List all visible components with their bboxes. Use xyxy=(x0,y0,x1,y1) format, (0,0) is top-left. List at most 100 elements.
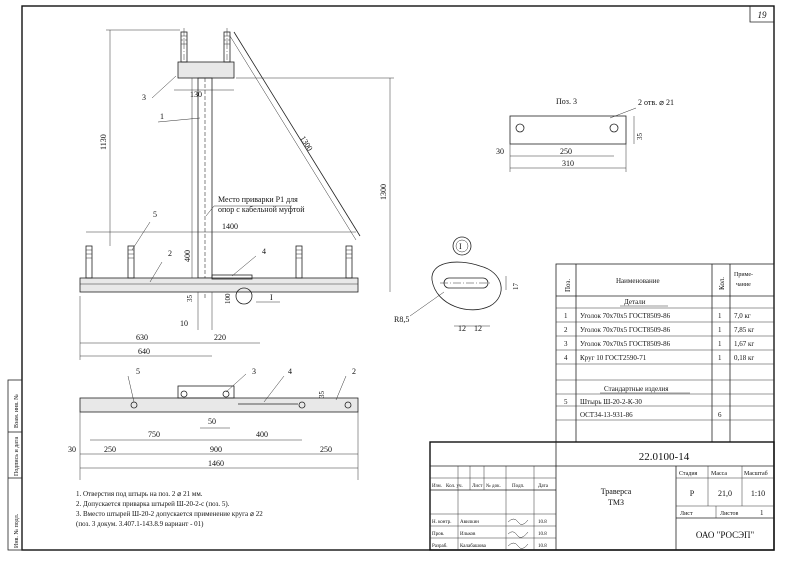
detail-I-12b: 12 xyxy=(474,324,482,333)
pos3-dim-310: 310 xyxy=(562,159,574,168)
plan-beam xyxy=(79,397,359,413)
mass-value: 21,0 xyxy=(718,489,732,498)
page-number-box xyxy=(749,6,774,23)
spec-row-note: 7,0 кг xyxy=(734,312,751,320)
spec-row-name: Уголок 70х70х5 ГОСТ8509-86 xyxy=(580,312,671,320)
spec-row-pos: 1 xyxy=(564,312,568,320)
part-name-2: ТМЗ xyxy=(608,498,624,507)
dim-1400: 1400 xyxy=(222,222,238,231)
spec-header-note-a: Приме- xyxy=(734,272,753,278)
detail-I-radius: R8,5 xyxy=(394,315,409,324)
spec-header-name: Наименование xyxy=(616,277,660,285)
org-name: ОАО "РОСЭП" xyxy=(696,530,755,540)
person-razrab: Калабашова xyxy=(460,544,487,549)
detail-I: I R8,5 12 12 17 xyxy=(394,236,520,333)
col-doc: № док. xyxy=(486,483,501,489)
spec-std-pos-0: 5 xyxy=(564,398,568,406)
col-kol: Кол. уч. xyxy=(446,484,463,489)
stage-value: Р xyxy=(690,489,695,498)
spec-row-name: Уголок 70х70х5 ГОСТ8509-86 xyxy=(580,326,671,334)
signature-marks xyxy=(507,518,529,549)
plan-dim-30: 30 xyxy=(68,445,76,454)
spec-header-note-b: чание xyxy=(736,282,751,288)
spec-row-note: 7,85 кг xyxy=(734,326,754,334)
col-izm: Изм. xyxy=(432,484,442,489)
callout-3-plan: 3 xyxy=(252,367,256,376)
spec-row-note: 1,67 кг xyxy=(734,340,754,348)
callout-2-main: 2 xyxy=(168,249,172,258)
horizontal-beam xyxy=(79,277,359,293)
pos3-holes: 2 отв. ⌀ 21 xyxy=(638,98,674,107)
note-2: 2. Допускается приварка штырей Ш-20-2-с … xyxy=(76,500,230,508)
stage-label: Стадия xyxy=(679,471,698,477)
spec-section-std: Стандартные изделия xyxy=(604,385,669,393)
side-stamp-sign: Подпись и дата xyxy=(14,436,20,476)
section-mark-circle xyxy=(235,287,253,305)
detail-I-17: 17 xyxy=(512,283,520,291)
callout-2-plan: 2 xyxy=(352,367,356,376)
dim-35: 35 xyxy=(186,295,194,303)
callout-1-main: 1 xyxy=(160,112,164,121)
dim-1300-diag: 1300 xyxy=(298,134,314,152)
date-razrab: 10.8 xyxy=(538,544,547,549)
spec-std-name-1: ОСТ34-13-931-86 xyxy=(580,411,633,419)
pos3-dim-30: 30 xyxy=(496,147,504,156)
plan-dim-50: 50 xyxy=(208,417,216,426)
role-razrab: Разраб. xyxy=(432,544,448,549)
mass-label: Масса xyxy=(711,471,727,477)
section-mark-main: I xyxy=(270,293,273,302)
scale-label: Масштаб xyxy=(744,470,768,477)
side-stamp-inv: Инв. № подл. xyxy=(14,513,20,548)
weld-note-2: опор с кабельной муфтой xyxy=(218,205,305,214)
person-nkontr: Авилкин xyxy=(460,520,479,525)
pos3-dim-250: 250 xyxy=(560,147,572,156)
spec-row-pos: 3 xyxy=(564,340,568,348)
sheet-label: Лист xyxy=(680,511,693,517)
spec-table: Поз. Наименование Кол. Приме- чание Дета… xyxy=(555,263,775,443)
pos3-plate xyxy=(509,115,627,145)
bottom-view: 5 3 4 2 35 50 750 400 30 250 900 250 146… xyxy=(68,367,359,480)
callout-4-main: 4 xyxy=(262,247,266,256)
plan-dim-35: 35 xyxy=(318,391,326,399)
pos3-dim-35: 35 xyxy=(636,133,644,141)
col-date: Дата xyxy=(538,484,549,489)
callout-3-main: 3 xyxy=(142,93,146,102)
plan-dim-900: 900 xyxy=(210,445,222,454)
person-prov: Ильков xyxy=(460,532,476,537)
spec-header-pos: Поз. xyxy=(564,279,572,292)
col-sign: Подп. xyxy=(512,484,524,489)
spec-row-name: Уголок 70х70х5 ГОСТ8509-86 xyxy=(580,340,671,348)
sheets-label: Листов xyxy=(720,511,738,517)
spec-std-name-0: Штырь Ш-20-2-К-30 xyxy=(580,398,642,406)
spec-row-qty: 1 xyxy=(718,340,722,348)
note-1: 1. Отверстия под штырь на поз. 2 ⌀ 21 мм… xyxy=(76,490,203,498)
title-block: 22.0100-14 Изм. Кол. уч. Лист № док. Под… xyxy=(429,441,775,551)
doc-number: 22.0100-14 xyxy=(639,451,690,463)
pos3-title: Поз. 3 xyxy=(556,97,577,106)
side-stamp-replace: Взам. инв. № xyxy=(14,394,20,428)
detail-I-12a: 12 xyxy=(458,324,466,333)
detail-I-outline xyxy=(431,261,502,311)
pos3-view: Поз. 3 2 отв. ⌀ 21 35 30 250 310 xyxy=(496,97,674,172)
spec-std-qty-1: 6 xyxy=(718,411,722,419)
side-stamp: Инв. № подл. Подпись и дата Взам. инв. № xyxy=(7,379,23,551)
spec-row-qty: 1 xyxy=(718,354,722,362)
plan-dim-250a: 250 xyxy=(104,445,116,454)
page-number: 19 xyxy=(758,10,768,20)
spec-row-pos: 4 xyxy=(564,354,568,362)
plan-dim-750: 750 xyxy=(148,430,160,439)
spec-row-pos: 2 xyxy=(564,326,568,334)
main-view: 1300 130 1130 1300 1400 400 35 100 10 63… xyxy=(79,28,394,360)
dim-630: 630 xyxy=(136,333,148,342)
spec-row-note: 0,18 кг xyxy=(734,354,754,362)
detail-I-mark: I xyxy=(459,242,462,251)
spec-row-qty: 1 xyxy=(718,312,722,320)
spec-row-qty: 1 xyxy=(718,326,722,334)
plan-dim-250b: 250 xyxy=(320,445,332,454)
dim-100: 100 xyxy=(224,293,232,304)
callout-4-plan: 4 xyxy=(288,367,292,376)
dim-130: 130 xyxy=(190,90,202,99)
plan-dim-1460: 1460 xyxy=(208,459,224,468)
dim-1300-v: 1300 xyxy=(379,184,388,200)
